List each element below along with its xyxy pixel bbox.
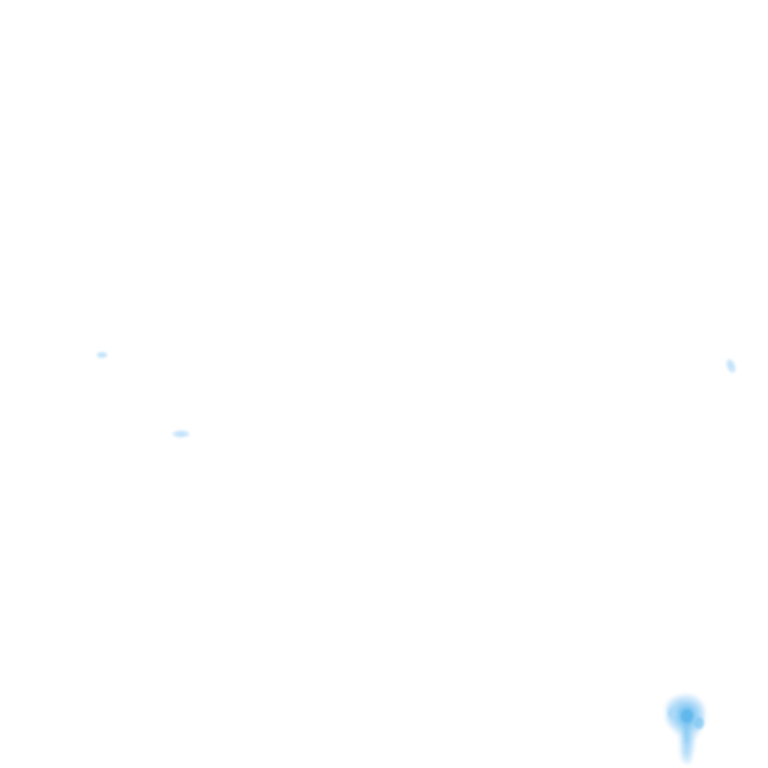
left-speck-lower xyxy=(172,430,190,438)
plume-left-lobe xyxy=(668,708,676,718)
speck-core xyxy=(728,362,734,370)
right-edge-speck xyxy=(726,359,736,373)
left-speck-upper xyxy=(96,351,108,359)
speck-core xyxy=(176,432,186,436)
plume-right-lobe xyxy=(694,717,704,729)
speck-core xyxy=(99,353,105,357)
plume-core xyxy=(681,709,693,723)
bottom-right-plume xyxy=(665,694,705,764)
